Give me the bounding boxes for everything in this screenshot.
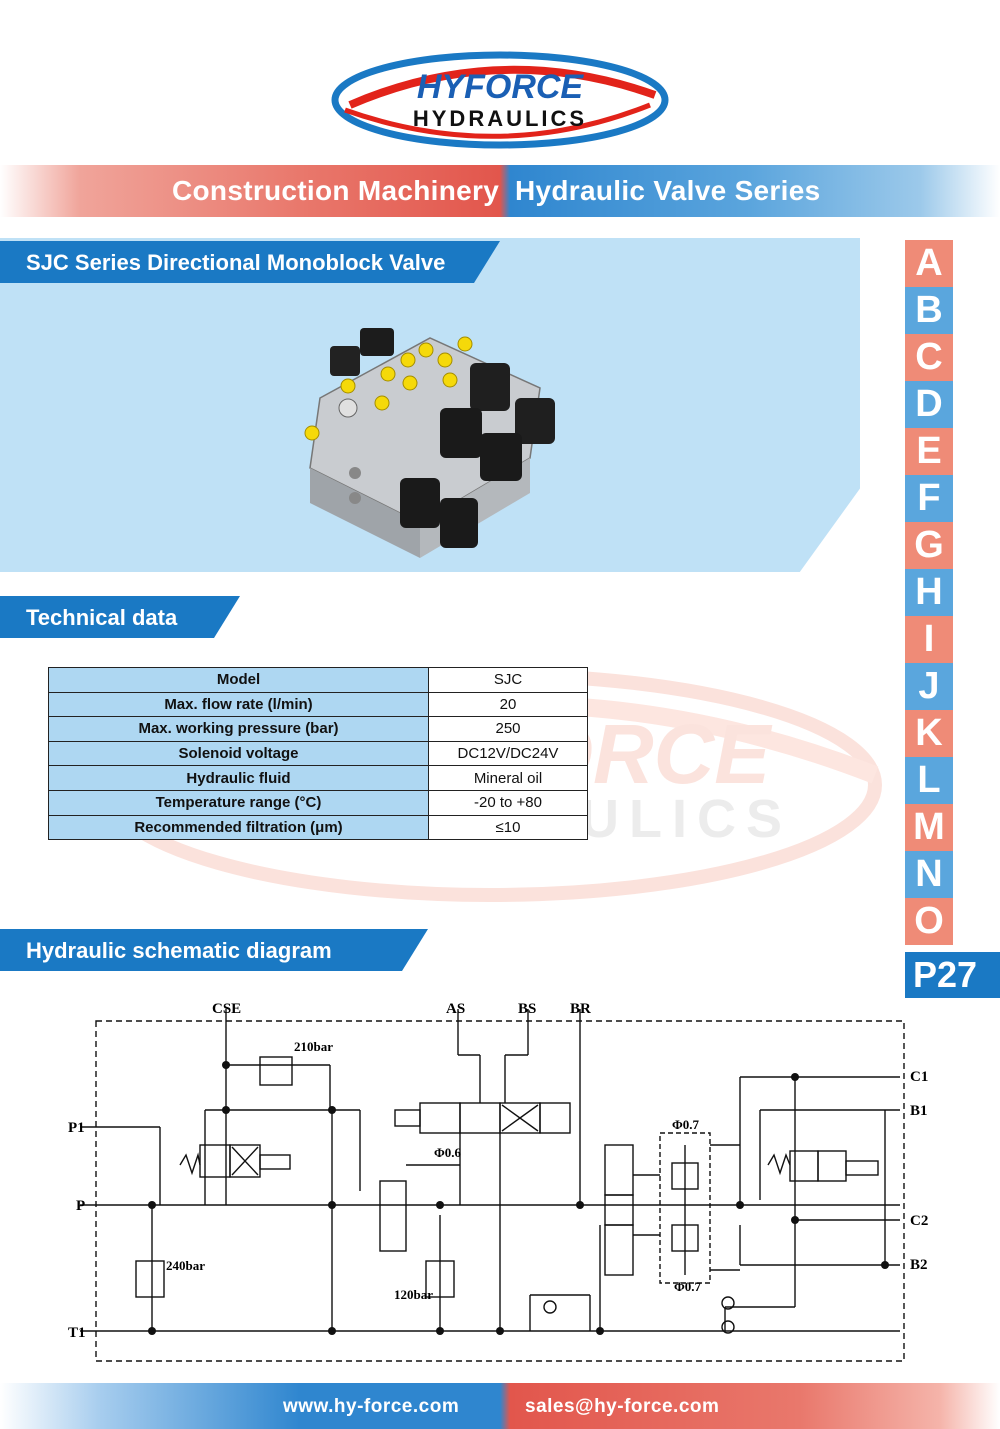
svg-text:BR: BR (570, 1001, 591, 1017)
website-link[interactable]: www.hy-force.com (283, 1396, 460, 1417)
svg-text:T1: T1 (68, 1325, 86, 1341)
page-number: P27 (905, 952, 1000, 998)
svg-text:Φ0.6: Φ0.6 (434, 1145, 462, 1160)
index-letter[interactable]: C (905, 334, 953, 381)
index-letter[interactable]: E (905, 428, 953, 475)
svg-text:C2: C2 (910, 1213, 928, 1229)
table-row: Recommended filtration (μm)≤10 (48, 814, 588, 841)
valve-product-image (304, 328, 555, 558)
index-letter[interactable]: J (905, 663, 953, 710)
index-letter[interactable]: L (905, 757, 953, 804)
svg-text:120bar: 120bar (394, 1287, 433, 1302)
svg-text:P: P (76, 1198, 85, 1214)
index-letter[interactable]: N (905, 851, 953, 898)
svg-text:HYDRAULICS: HYDRAULICS (413, 106, 587, 131)
table-row: Max. flow rate (l/min)20 (48, 691, 588, 718)
footer-bar: www.hy-force.com sales@hy-force.com (0, 1383, 1000, 1429)
series-banner: Construction Machinery Hydraulic Valve S… (0, 165, 1000, 217)
svg-text:CSE: CSE (212, 1001, 241, 1017)
svg-text:B1: B1 (910, 1103, 928, 1119)
index-letter[interactable]: I (905, 616, 953, 663)
svg-text:Φ0.7: Φ0.7 (674, 1279, 702, 1294)
index-letter[interactable]: O (905, 898, 953, 945)
table-row: Max. working pressure (bar)250 (48, 716, 588, 742)
svg-text:AS: AS (446, 1001, 465, 1017)
section-title-product: SJC Series Directional Monoblock Valve (0, 241, 500, 283)
email-link[interactable]: sales@hy-force.com (525, 1396, 720, 1417)
section-title-schematic: Hydraulic schematic diagram (0, 929, 428, 971)
index-letter[interactable]: F (905, 475, 953, 522)
index-letter[interactable]: B (905, 287, 953, 334)
index-letter[interactable]: H (905, 569, 953, 616)
section-title-technical: Technical data (0, 596, 240, 638)
catalog-index: A B C D E F G H I J K L M N O (905, 240, 953, 945)
svg-text:210bar: 210bar (294, 1039, 333, 1054)
banner-title-part1: Construction Machinery (172, 175, 500, 206)
hydraulic-schematic: CSE AS BS BR P1 P T1 C1 B1 C2 B2 210bar … (68, 1001, 928, 1362)
hyforce-logo: HYFORCE HYDRAULICS (331, 51, 669, 149)
svg-text:C1: C1 (910, 1069, 928, 1085)
banner-title-part2: Hydraulic Valve Series (515, 175, 821, 206)
index-letter[interactable]: M (905, 804, 953, 851)
index-letter[interactable]: K (905, 710, 953, 757)
index-letter[interactable]: D (905, 381, 953, 428)
svg-text:240bar: 240bar (166, 1258, 205, 1273)
svg-text:BS: BS (518, 1001, 536, 1017)
svg-text:HYFORCE: HYFORCE (417, 68, 585, 106)
index-letter[interactable]: A (905, 240, 953, 287)
index-letter[interactable]: G (905, 522, 953, 569)
svg-text:Φ0.7: Φ0.7 (672, 1117, 700, 1132)
svg-text:P1: P1 (68, 1120, 85, 1136)
svg-text:B2: B2 (910, 1257, 928, 1273)
table-row: Temperature range (°C)-20 to +80 (48, 789, 588, 816)
